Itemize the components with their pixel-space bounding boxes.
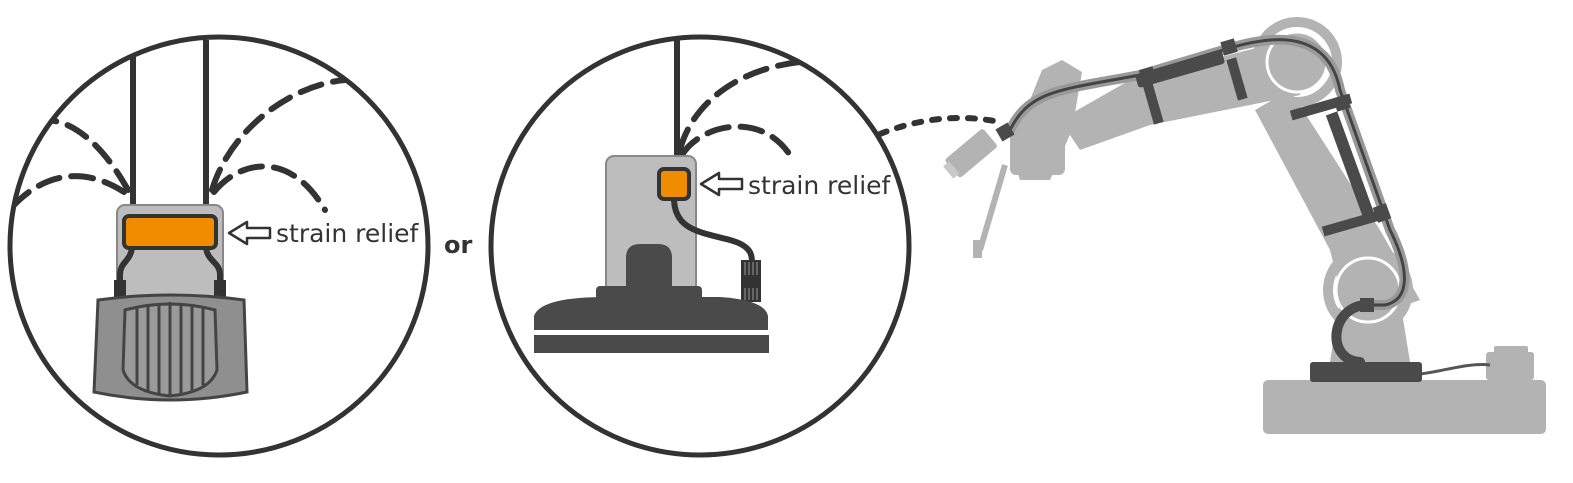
strain-relief-left-block: [122, 214, 218, 250]
vertical-cables: [130, 40, 209, 210]
left-detail-circle: strain relief: [7, 34, 431, 458]
strain-relief-middle-block: [657, 167, 691, 201]
robot-dress-cable: [1008, 38, 1406, 307]
connector-cables: [117, 245, 223, 295]
dotted-leader-line: [877, 115, 1003, 137]
vacuum-base-plate: [534, 335, 769, 353]
vacuum-plate: [534, 297, 768, 330]
robot-base-platform: [1263, 380, 1546, 434]
dashed-cable-left-outer: [11, 77, 348, 213]
vacuum-dome: [626, 244, 672, 290]
hollow-arrow-left-icon: [699, 171, 744, 197]
middle-detail-circle: strain relief: [488, 34, 912, 458]
strain-relief-label-middle: strain relief: [748, 171, 892, 200]
dashed-cable-middle: [677, 59, 803, 158]
strain-relief-label-left: strain relief: [276, 219, 420, 248]
hollow-arrow-left-icon: [227, 220, 272, 246]
robot-arm: [943, 17, 1546, 434]
or-separator: or: [444, 231, 472, 259]
